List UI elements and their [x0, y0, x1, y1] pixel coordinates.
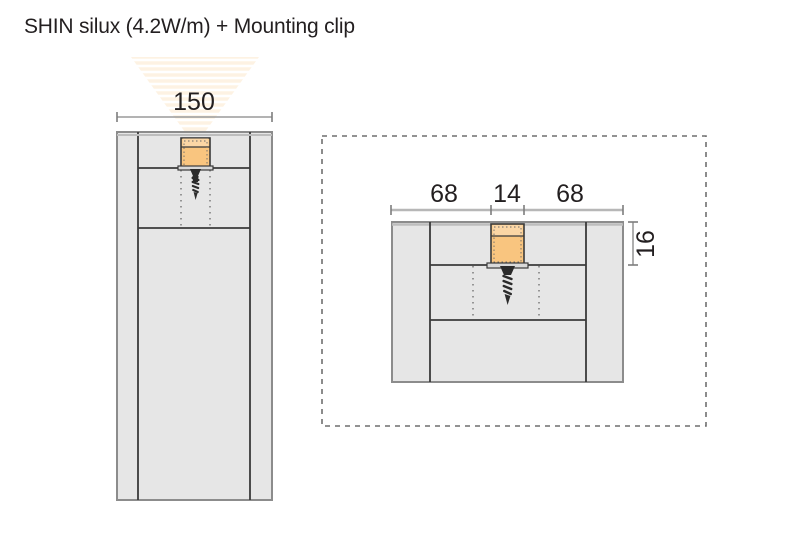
dimension-overall-width: [116, 112, 273, 122]
detail-boundary-dashed: [321, 135, 707, 427]
mounting-clip-screw: [190, 169, 201, 200]
dimension-label-150: 150: [173, 88, 215, 116]
dimension-label-16: 16: [632, 230, 660, 258]
front-elevation-view: 150: [116, 57, 273, 501]
led-profile: [177, 137, 214, 171]
led-profile-section: [486, 223, 529, 269]
dimension-chain-horizontal: [390, 205, 624, 215]
dimension-profile-height: [628, 221, 638, 266]
dimension-label-68-left: 68: [430, 180, 458, 208]
mounting-clip-screw-section: [500, 266, 515, 305]
page-title: SHIN silux (4.2W/m) + Mounting clip: [24, 15, 355, 38]
section-hidden-edges: [472, 266, 540, 318]
light-beam-cone: [126, 57, 264, 132]
dimension-label-68-right: 68: [556, 180, 584, 208]
section-detail-view: 68 14 68 16: [321, 135, 707, 427]
dimension-label-14: 14: [493, 180, 521, 208]
